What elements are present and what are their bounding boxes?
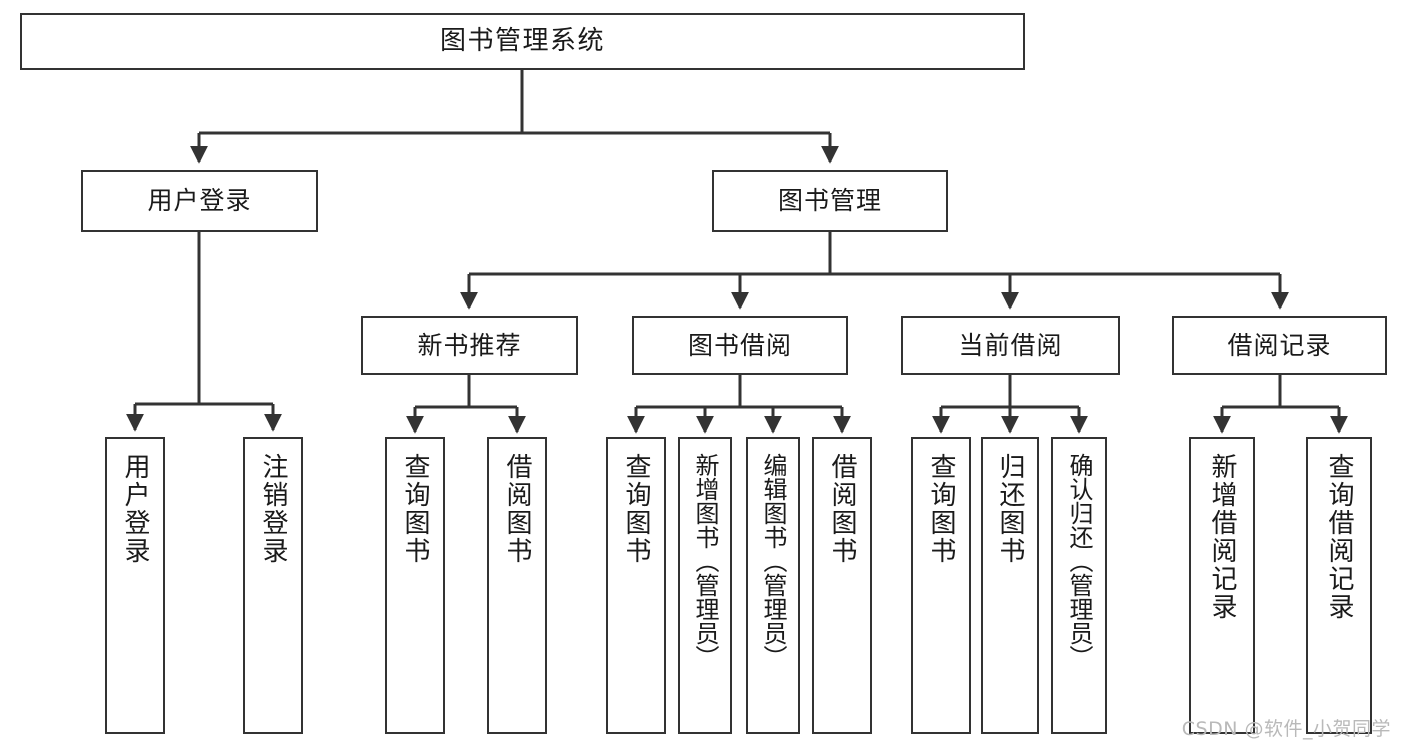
leaf-new-books-borrow-book[interactable]: 借阅图书 <box>487 437 547 734</box>
node-label: 查询借阅记录 <box>1324 453 1354 621</box>
node-label: 借阅记录 <box>1227 330 1332 360</box>
node-label: 当前借阅 <box>958 330 1063 360</box>
leaf-user-login-login[interactable]: 用户登录 <box>105 437 165 734</box>
node-label: 图书管理系统 <box>439 25 605 56</box>
node-label: 新书推荐 <box>417 330 522 360</box>
node-label: 编辑图书（管理员） <box>759 453 787 669</box>
node-user-login[interactable]: 用户登录 <box>81 170 318 232</box>
node-label: 注销登录 <box>258 453 288 565</box>
node-book-borrow[interactable]: 图书借阅 <box>632 316 848 375</box>
node-new-book-recommend[interactable]: 新书推荐 <box>361 316 578 375</box>
leaf-book-borrow-edit-book-admin[interactable]: 编辑图书（管理员） <box>746 437 800 734</box>
leaf-book-borrow-borrow-book[interactable]: 借阅图书 <box>812 437 872 734</box>
leaf-book-borrow-query-book[interactable]: 查询图书 <box>606 437 666 734</box>
node-label: 确认归还（管理员） <box>1065 453 1093 669</box>
leaf-current-borrow-return-book[interactable]: 归还图书 <box>981 437 1039 734</box>
leaf-book-borrow-add-book-admin[interactable]: 新增图书（管理员） <box>678 437 732 734</box>
leaf-records-add-record[interactable]: 新增借阅记录 <box>1189 437 1255 734</box>
node-label: 新增图书（管理员） <box>691 453 719 669</box>
node-label: 借阅图书 <box>502 453 532 565</box>
node-root-system[interactable]: 图书管理系统 <box>20 13 1025 70</box>
node-label: 归还图书 <box>995 453 1025 565</box>
node-label: 用户登录 <box>120 453 150 565</box>
node-borrow-records[interactable]: 借阅记录 <box>1172 316 1387 375</box>
leaf-current-borrow-confirm-return-admin[interactable]: 确认归还（管理员） <box>1051 437 1107 734</box>
node-current-borrow[interactable]: 当前借阅 <box>901 316 1120 375</box>
node-label: 查询图书 <box>400 453 430 565</box>
node-label: 查询图书 <box>621 453 651 565</box>
node-label: 查询图书 <box>926 453 956 565</box>
node-book-management[interactable]: 图书管理 <box>712 170 948 232</box>
watermark-text: CSDN @软件_小贺同学 <box>1181 718 1391 740</box>
node-label: 图书管理 <box>777 186 882 215</box>
node-label: 用户登录 <box>147 186 252 215</box>
node-label: 借阅图书 <box>827 453 857 565</box>
leaf-new-books-query-book[interactable]: 查询图书 <box>385 437 445 734</box>
leaf-user-login-logout[interactable]: 注销登录 <box>243 437 303 734</box>
leaf-current-borrow-query-book[interactable]: 查询图书 <box>911 437 971 734</box>
node-label: 图书借阅 <box>687 330 792 360</box>
leaf-records-query-record[interactable]: 查询借阅记录 <box>1306 437 1372 734</box>
node-label: 新增借阅记录 <box>1207 453 1237 621</box>
